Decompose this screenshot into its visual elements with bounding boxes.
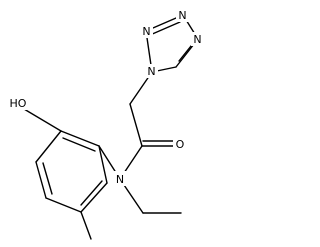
bond-ring-a2-a3	[35, 130, 62, 163]
bond-ring-methyl	[80, 211, 92, 240]
bond-n3-n2-double	[149, 21, 181, 36]
bond-ring-a5-a6	[80, 182, 108, 213]
bond-ring-hydroxyl	[23, 108, 62, 132]
atom-label-n1: N	[147, 65, 155, 78]
bond-ring-a6-a1	[98, 145, 108, 184]
bond-ring-a1-a2	[60, 130, 100, 147]
atom-label-n2: N	[142, 25, 150, 38]
atom-label-n3: N	[178, 9, 186, 22]
bond-ring-a3-a4-inner	[42, 162, 53, 195]
atom-label-oxygen: O	[176, 138, 185, 151]
tetrazole-ring	[145, 14, 199, 73]
bond-ring-a1-a2-inner	[62, 137, 96, 152]
bond-ch2-carbonyl	[129, 103, 143, 147]
atom-label-n4: N	[193, 33, 201, 46]
atom-label-amide-n: N	[116, 173, 124, 186]
chemical-structure: N N N N O N HO	[9, 9, 202, 240]
bond-ring-a3-a4	[35, 161, 47, 199]
bond-ring-a4-a5	[45, 197, 82, 213]
atom-label-hydroxyl: HO	[10, 97, 27, 110]
benzene-ring	[35, 130, 108, 213]
bond-ring-a5-a6-inner	[80, 180, 103, 206]
